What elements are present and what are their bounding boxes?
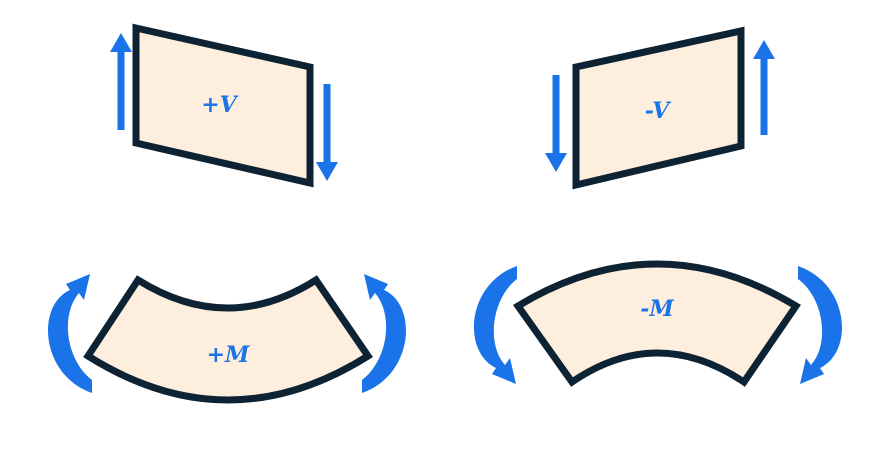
positive-moment-panel: +M	[48, 274, 406, 404]
positive-shear-panel: +V	[110, 23, 338, 188]
negative-shear-up-arrow-icon	[753, 40, 775, 135]
negative-shear-element	[572, 26, 745, 190]
negative-moment-element	[512, 260, 801, 387]
negative-moment-right-arrow-icon	[798, 266, 842, 384]
positive-shear-up-arrow-icon	[110, 33, 132, 130]
positive-shear-down-arrow-icon	[316, 84, 338, 181]
positive-moment-left-arrow-icon	[48, 274, 92, 393]
positive-moment-right-arrow-icon	[362, 274, 406, 393]
negative-shear-down-arrow-icon	[545, 75, 567, 172]
negative-shear-label: -V	[645, 98, 672, 124]
positive-moment-element	[83, 275, 373, 404]
positive-moment-label: +M	[207, 342, 250, 368]
positive-shear-label: +V	[201, 92, 238, 118]
negative-moment-left-arrow-icon	[473, 266, 517, 384]
negative-moment-label: -M	[640, 296, 674, 322]
negative-moment-panel: -M	[473, 260, 842, 387]
negative-shear-panel: -V	[545, 26, 775, 190]
positive-shear-element	[132, 23, 314, 188]
